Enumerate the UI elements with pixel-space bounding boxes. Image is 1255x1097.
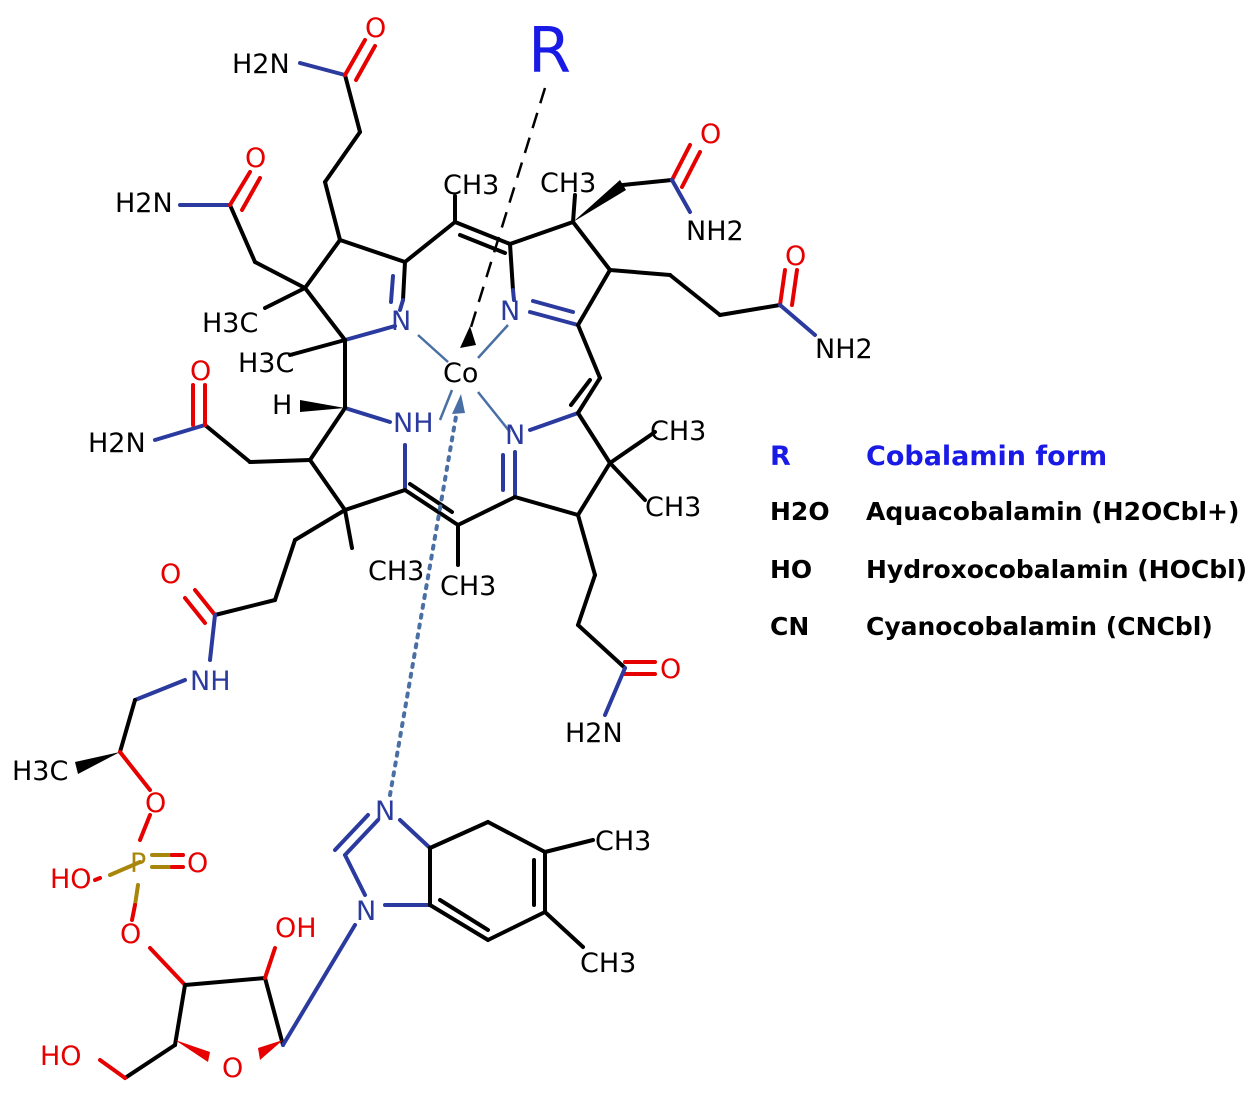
amide-o-7: O [160,559,181,590]
cobalt-label: Co [443,358,478,389]
corrin-ring-bonds [302,194,612,567]
methyl-ch3-ringd: CH3 [368,556,424,587]
methyl-ch3-top: CH3 [443,170,499,201]
phosphorus-label: P [130,848,146,879]
side-chains [75,38,817,1080]
ring-n-a: N [391,306,411,337]
amide-h2n-1: H2N [232,49,290,80]
ring-n-b: N [500,296,520,327]
legend-r-2: CN [770,612,809,641]
methyl-ch3-ringb: CH3 [540,168,596,199]
amide-h2n-6: H2N [565,718,623,749]
methyl-ch3-benz-1: CH3 [595,826,651,857]
amide-o-6: O [660,654,681,685]
legend-form-0: Aquacobalamin (H2OCbl+) [866,497,1239,526]
amide-nh2-4: NH2 [686,216,744,247]
ribose-o: O [222,1053,243,1084]
ring-n-c: N [505,420,525,451]
methyl-ch3-ringc-1: CH3 [650,416,706,447]
ribose-oh: OH [275,913,317,944]
amide-nh2-5: NH2 [815,334,873,365]
legend-form-2: Cyanocobalamin (CNCbl) [866,612,1213,641]
amide-h2n-3: H2N [88,428,146,459]
legend-header-form: Cobalamin form [866,441,1107,472]
amide-o-3: O [190,356,211,387]
imidazole-n-1: N [375,796,395,827]
ring-nh-d: NH [393,408,434,439]
phosphate-ho: HO [50,864,92,895]
amide-o-1: O [365,13,386,44]
cobalamin-legend: R Cobalamin form H2O Aquacobalamin (H2OC… [770,441,1247,641]
methyl-h3c-chain: H3C [12,756,68,787]
methyl-h3c-2: H3C [238,348,294,379]
methyl-ch3-ringc-2: CH3 [645,492,701,523]
atom-labels: R Co N N N NH H2N O H2N O H3C H3C H O H2… [12,13,873,1084]
amide-o-4: O [700,119,721,150]
hydrogen-label: H [272,390,292,421]
legend-r-1: HO [770,555,812,584]
methyl-h3c-1: H3C [202,308,258,339]
ribose-ho: HO [40,1041,82,1072]
methyl-ch3-bridge: CH3 [440,571,496,602]
ester-o-1: O [145,788,166,819]
legend-r-0: H2O [770,497,830,526]
ester-o-2: O [120,919,141,950]
legend-form-1: Hydroxocobalamin (HOCbl) [866,555,1247,584]
phosphate-o: O [187,848,208,879]
cobalt-coordination [388,87,547,797]
r-ligand-label: R [528,14,571,87]
amide-o-5: O [785,241,806,272]
amide-h2n-2: H2N [115,188,173,219]
imidazole-n-2: N [356,896,376,927]
legend-header-r: R [770,441,791,472]
methyl-ch3-benz-2: CH3 [580,948,636,979]
amide-o-2: O [245,143,266,174]
amide-nh-7: NH [190,666,231,697]
